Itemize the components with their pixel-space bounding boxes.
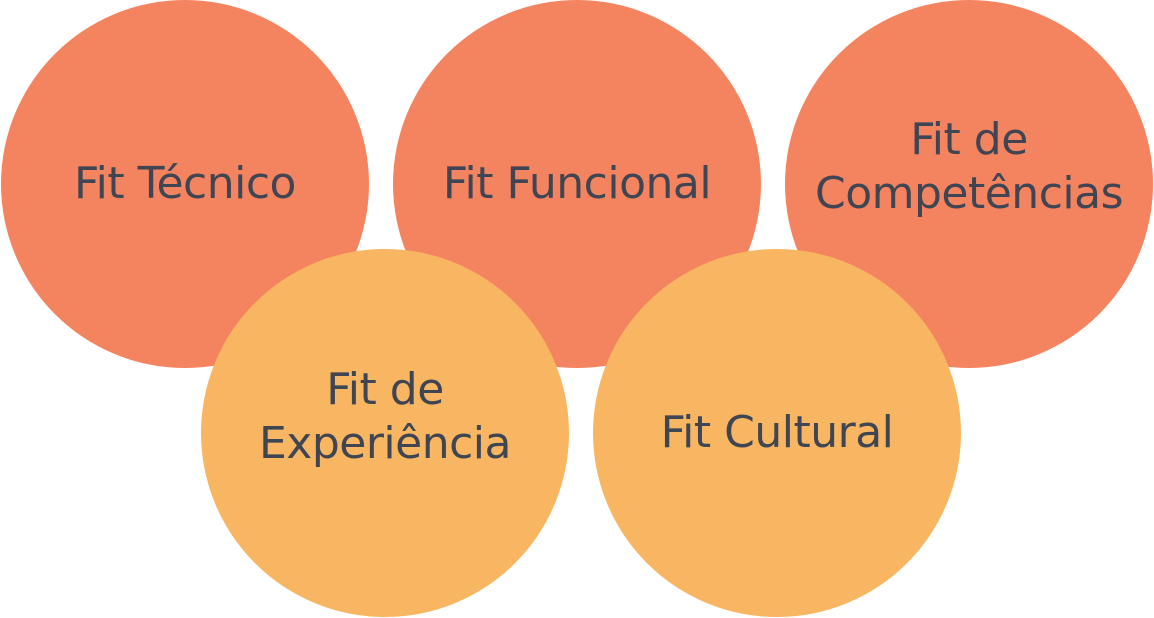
label-line: Fit de [910,114,1028,165]
circle-fit-cultural: Fit Cultural [593,249,961,617]
circle-label: Fit de Experiência [259,363,512,471]
label-line: Fit Técnico [74,158,296,209]
circle-label: Fit de Competências [814,113,1124,221]
label-line: Competências [814,168,1124,219]
circle-label: Fit Funcional [442,157,712,211]
label-line: Experiência [259,418,512,469]
label-line: Fit de [326,364,444,415]
label-line: Fit Cultural [660,407,894,458]
circle-label: Fit Técnico [74,157,296,211]
circle-fit-tecnico: Fit Técnico [1,0,369,368]
circle-fit-experiencia: Fit de Experiência [201,249,569,617]
circle-label: Fit Cultural [661,406,894,460]
label-line: Fit Funcional [442,158,712,209]
